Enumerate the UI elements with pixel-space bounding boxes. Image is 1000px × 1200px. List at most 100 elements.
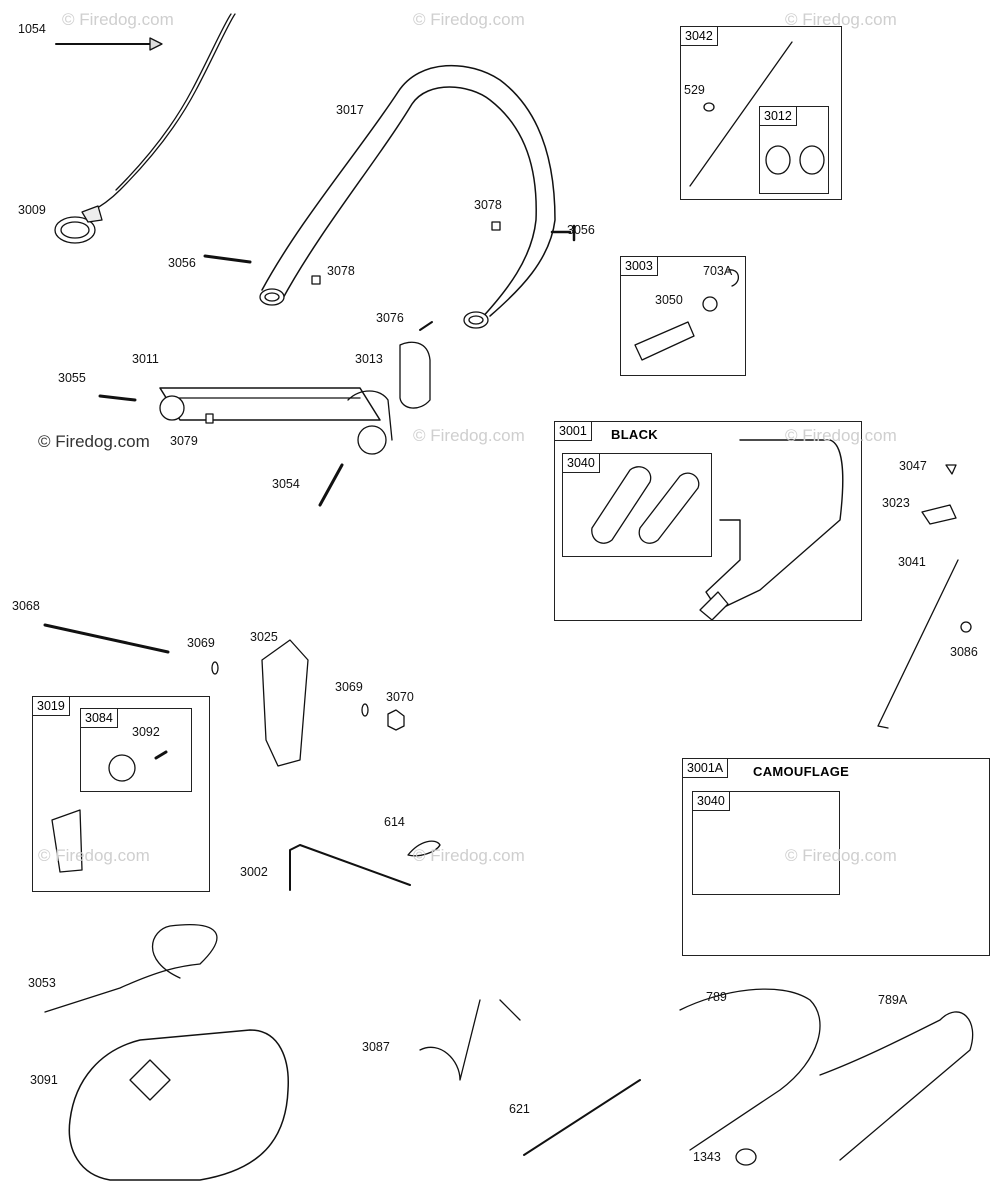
box-3001: 3001 BLACK	[554, 421, 862, 621]
harness-789	[679, 988, 821, 1151]
watermark: © Firedog.com	[38, 846, 150, 865]
bracket-3025	[261, 639, 309, 767]
plate-3023	[921, 504, 957, 525]
bracket-3013	[399, 341, 431, 409]
nut-3079	[205, 413, 214, 424]
box-tag: 3084	[80, 708, 118, 728]
bolt-3056-left	[203, 254, 252, 264]
box-3042: 3042	[680, 26, 842, 200]
callout-3013: 3013	[355, 352, 383, 366]
callout-529: 529	[684, 83, 705, 97]
callout-3047: 3047	[899, 459, 927, 473]
callout-3078: 3078	[474, 198, 502, 212]
washer-3069-b	[361, 703, 369, 717]
watermark: © Firedog.com	[785, 846, 897, 865]
box-3019: 3019	[32, 696, 210, 892]
switch-3003	[634, 321, 695, 361]
bolt-3068	[43, 623, 170, 654]
callout-3079: 3079	[170, 434, 198, 448]
callout-1054: 1054	[18, 22, 46, 36]
callout-3078: 3078	[327, 264, 355, 278]
cable-3053	[44, 924, 218, 1013]
callout-3092: 3092	[132, 725, 160, 739]
box-tag: 3019	[32, 696, 70, 716]
washer-3086	[960, 621, 972, 633]
callout-3056: 3056	[168, 256, 196, 270]
callout-3041: 3041	[898, 555, 926, 569]
callout-3069: 3069	[335, 680, 363, 694]
cable-3042	[689, 41, 793, 187]
callout-3055: 3055	[58, 371, 86, 385]
callout-3091: 3091	[30, 1073, 58, 1087]
bracket-3019	[51, 809, 83, 873]
watermark: © Firedog.com	[413, 846, 525, 865]
nut-3076	[419, 321, 433, 331]
callout-789A: 789A	[878, 993, 908, 1007]
callout-3023: 3023	[882, 496, 910, 510]
bolt-3055	[98, 394, 137, 402]
callout-3053: 3053	[28, 976, 56, 990]
grommet-3012-a	[765, 145, 791, 175]
harness-789A	[819, 1011, 974, 1161]
washer-3069-a	[211, 661, 219, 675]
grips-3040-black	[591, 466, 700, 544]
grommet-3012-b	[799, 145, 825, 175]
box-3084: 3084	[80, 708, 192, 792]
watermark: © Firedog.com	[38, 432, 150, 451]
callout-3087: 3087	[362, 1040, 390, 1054]
rod-3041	[877, 559, 959, 729]
fuel-tank-3091	[68, 1029, 289, 1181]
rod-3002	[289, 844, 411, 891]
callout-3068: 3068	[12, 599, 40, 613]
callout-3011: 3011	[132, 352, 159, 366]
nut-3078-a	[311, 275, 321, 285]
box-tag: 3042	[680, 26, 718, 46]
box-tag: 3001A	[682, 758, 729, 778]
lower-handle-3011	[159, 387, 393, 455]
nut-3078-b	[491, 221, 501, 231]
watermark: © Firedog.com	[785, 426, 897, 445]
box-tag: 3003	[620, 256, 658, 276]
box-3012: 3012	[759, 106, 829, 194]
callout-3070: 3070	[386, 690, 414, 704]
watermark: © Firedog.com	[62, 10, 174, 29]
plug-621	[523, 1079, 641, 1156]
screw-3092	[154, 750, 168, 760]
cable-3087	[419, 999, 521, 1081]
screw-3047	[945, 464, 957, 475]
bolt-3056-right	[550, 224, 576, 242]
callout-703A: 703A	[703, 264, 733, 278]
callout-3086: 3086	[950, 645, 978, 659]
box-title: BLACK	[611, 427, 658, 442]
callout-1343: 1343	[693, 1150, 721, 1164]
callout-3050: 3050	[655, 293, 683, 307]
washer-3084	[108, 754, 136, 782]
box-tag: 3040	[692, 791, 730, 811]
nut-3070	[387, 709, 405, 731]
ring-3050	[702, 296, 718, 312]
callout-614: 614	[384, 815, 405, 829]
watermark: © Firedog.com	[413, 426, 525, 445]
callout-3002: 3002	[240, 865, 268, 879]
callout-3056: 3056	[567, 223, 595, 237]
box-title: CAMOUFLAGE	[753, 764, 850, 779]
upper-handle-3017	[259, 64, 556, 329]
box-tag: 3001	[554, 421, 592, 441]
watermark: © Firedog.com	[785, 10, 897, 29]
box-3040-camo: 3040	[692, 791, 840, 895]
box-tag: 3040	[562, 453, 600, 473]
callout-3025: 3025	[250, 630, 278, 644]
callout-789: 789	[706, 990, 727, 1004]
pin-614	[407, 840, 441, 857]
callout-3054: 3054	[272, 477, 300, 491]
box-3001A: 3001A CAMOUFLAGE	[682, 758, 990, 956]
clip-703A	[727, 269, 739, 287]
callout-3009: 3009	[18, 203, 46, 217]
choke-cable-3009	[54, 13, 236, 244]
callout-3017: 3017	[336, 103, 364, 117]
callout-3069: 3069	[187, 636, 215, 650]
box-tag: 3012	[759, 106, 797, 126]
callout-3076: 3076	[376, 311, 404, 325]
